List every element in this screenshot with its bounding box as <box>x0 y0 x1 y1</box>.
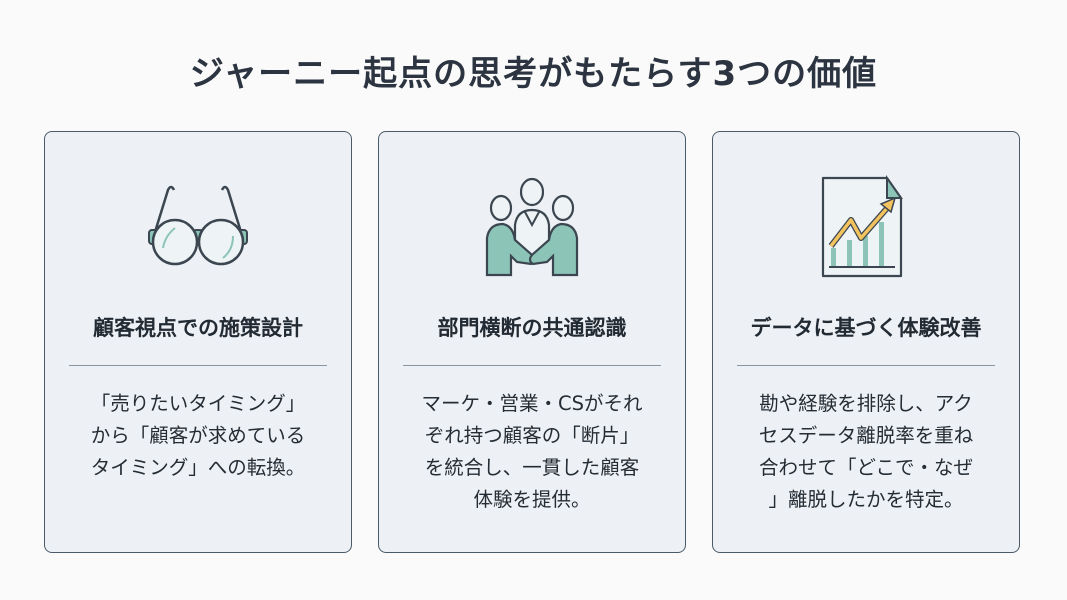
description-line: ぞれ持つ顧客の「断片」 <box>424 424 640 447</box>
card-description: 勘や経験を排除し、アク セスデータ離脱率を重ね 合わせて「どこで・なぜ 」離脱し… <box>713 388 1019 516</box>
description-line: 体験を提供。 <box>473 488 591 511</box>
description-line: から「顧客が求めている <box>90 424 306 447</box>
value-card-shared-understanding: 部門横断の共通認識 マーケ・営業・CSがそれ ぞれ持つ顧客の「断片」 を統合し、… <box>378 131 686 553</box>
description-line: 勘や経験を排除し、アク <box>759 392 973 415</box>
description-line: マーケ・営業・CSがそれ <box>421 392 643 415</box>
page-title: ジャーニー起点の思考がもたらす3つの価値 <box>189 54 878 94</box>
description-line: 合わせて「どこで・なぜ <box>759 456 973 479</box>
card-heading: データに基づく体験改善 <box>750 316 982 340</box>
growth-report-icon <box>713 170 1019 280</box>
card-heading: 顧客視点での施策設計 <box>93 316 303 340</box>
card-heading: 部門横断の共通認識 <box>437 316 627 340</box>
value-card-customer-view: 顧客視点での施策設計 「売りたいタイミング」 から「顧客が求めている タイミング… <box>44 131 352 553</box>
value-card-data-driven: データに基づく体験改善 勘や経験を排除し、アク セスデータ離脱率を重ね 合わせて… <box>712 131 1020 553</box>
description-line: を統合し、一貫した顧客 <box>424 456 640 479</box>
card-description: マーケ・営業・CSがそれ ぞれ持つ顧客の「断片」 を統合し、一貫した顧客 体験を… <box>379 388 685 516</box>
team-handshake-icon <box>379 170 685 280</box>
divider <box>403 365 661 366</box>
description-line: 」離脱したかを特定。 <box>768 488 964 511</box>
divider <box>737 365 995 366</box>
glasses-icon <box>45 170 351 280</box>
description-line: 「売りたいタイミング」 <box>90 392 306 415</box>
divider <box>69 365 327 366</box>
card-description: 「売りたいタイミング」 から「顧客が求めている タイミング」への転換。 <box>45 388 351 484</box>
description-line: セスデータ離脱率を重ね <box>758 424 974 447</box>
description-line: タイミング」への転換。 <box>90 456 306 479</box>
